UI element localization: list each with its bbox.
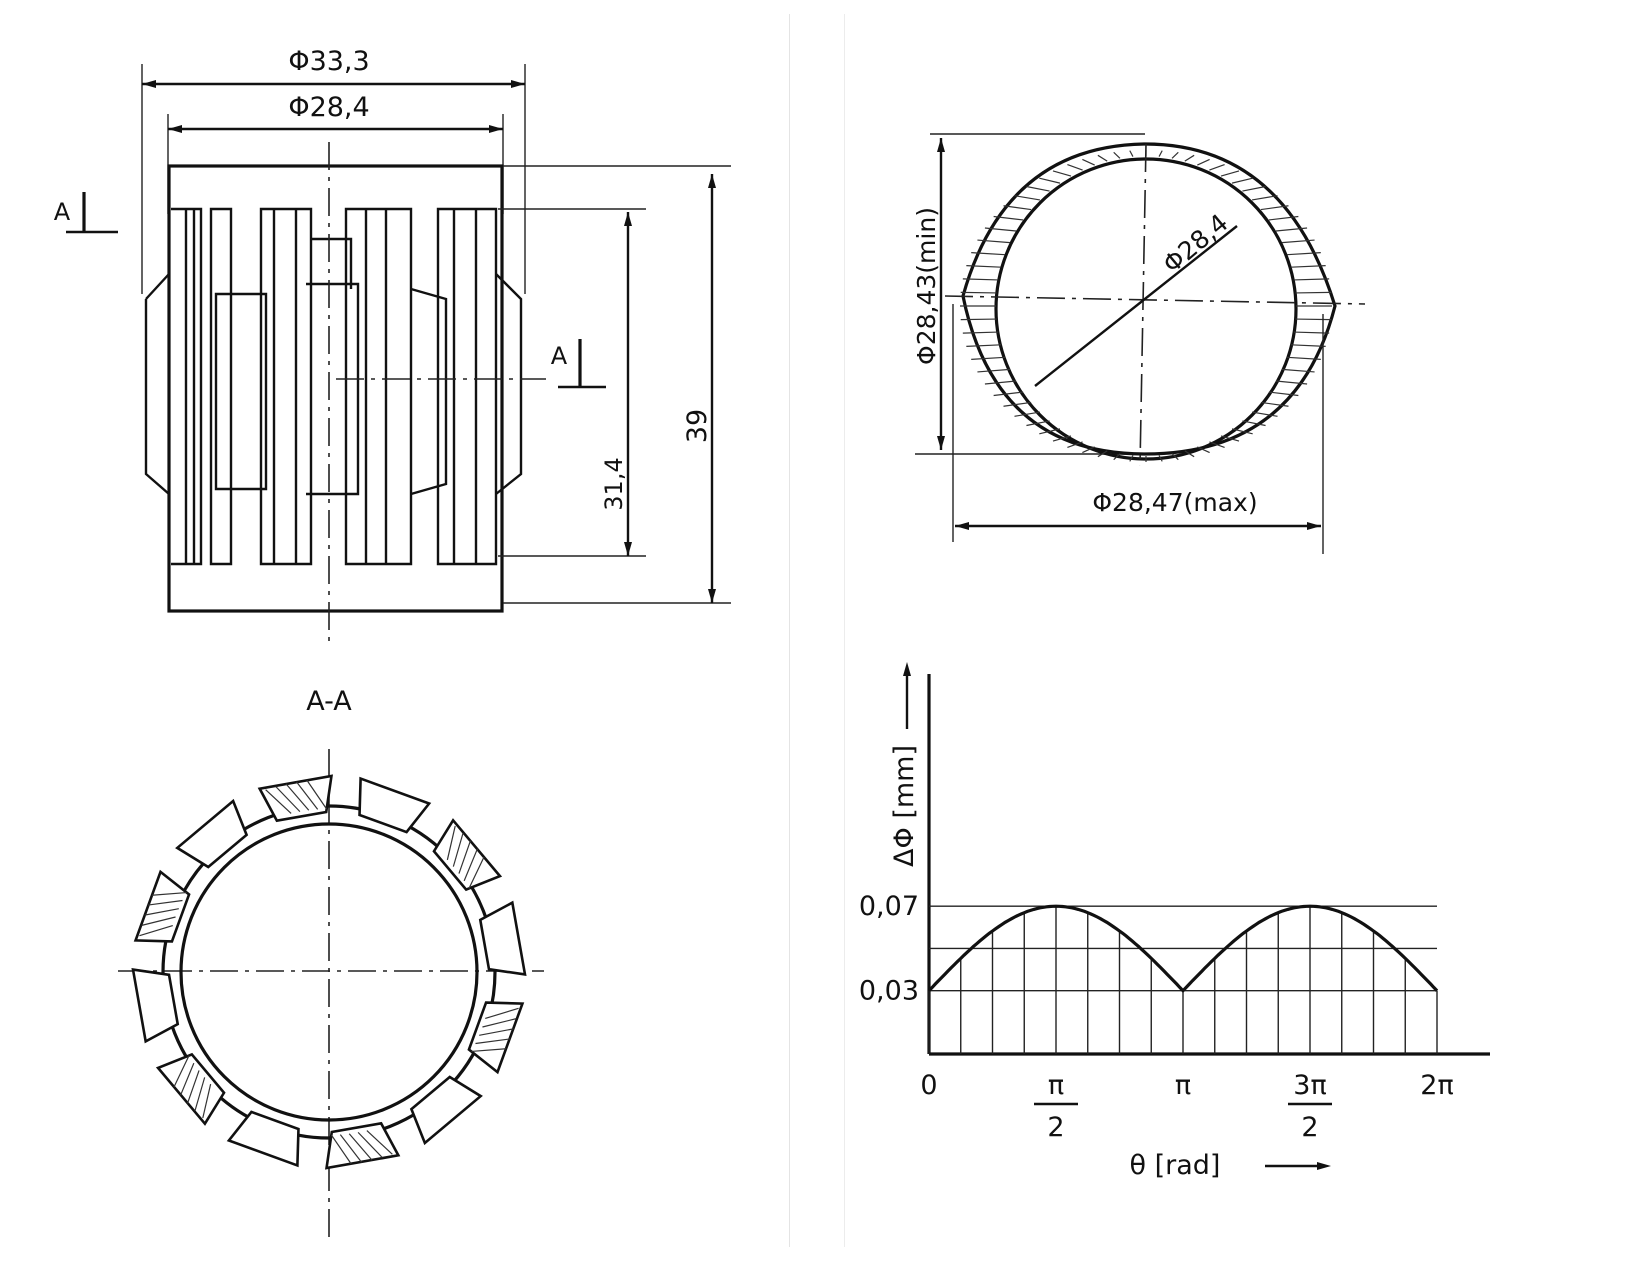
dim-max-label: Φ28,47(max) [1092,488,1257,517]
tooth-hatch [479,1028,514,1036]
tooth-hatch [147,899,183,906]
section-marker-top: A [54,192,118,234]
tooth-hatch [144,908,179,916]
tooth-hatch [471,1048,507,1053]
dim-height: 39 [503,165,731,604]
x-tick-denominator: 2 [1047,1112,1064,1143]
section-tooth [409,1075,483,1146]
section-tooth [226,1110,300,1168]
deviation-curve [927,904,1439,993]
x-label-arrow-head [1317,1162,1331,1170]
section-tooth [358,776,432,834]
tooth-hatch [151,891,187,896]
section-tooth [432,818,503,892]
tooth-hatch [458,840,472,874]
tooth-hatch [173,1055,190,1088]
tooth-hatch [357,1131,383,1158]
dim-outer-label: Φ33,3 [288,46,369,77]
section-tooth [467,1001,525,1075]
section-tooth [478,900,527,977]
tooth-hatch [139,924,173,937]
y-tick-label: 0,07 [859,891,919,922]
dim-inner-label: Φ28,4 [288,92,369,123]
tooth-hatch [194,1077,206,1112]
bushing-side-view [144,142,546,642]
section-title: A-A [306,686,352,717]
tooth-hatch [330,1134,352,1165]
tooth-hatch [202,1083,212,1119]
dim-spline-label: 31,4 [600,457,628,510]
y-arrow-head [903,662,911,676]
section-tooth [131,967,180,1044]
section-tooth [324,1121,401,1170]
x-tick-label: π [1175,1070,1191,1101]
svg-text:A: A [551,342,568,370]
tooth-hatch [366,1130,393,1155]
tooth-hatch [452,832,464,867]
tooth-hatch [186,1070,200,1104]
x-tick-label: 2π [1420,1070,1453,1101]
tooth-hatch [295,781,319,810]
ovality-drawing: Φ28,43(min) Φ28,4 Φ28,47(max) 0,03 0,07 0 π… [859,133,1490,1181]
bushing-drawing: Φ33,3 Φ28,4 [54,46,731,1244]
y-axis-label: ΔΦ [mm] [889,745,920,867]
tooth-hatch [339,1134,363,1163]
x-tick-label: π [1048,1070,1064,1101]
section-tooth [155,1052,226,1126]
section-view [118,749,544,1244]
spline-teeth [144,207,523,566]
tooth-hatch [463,848,479,882]
dim-spline-length: 31,4 [498,208,646,557]
tooth-hatch [468,856,485,889]
tooth-hatch [179,1062,195,1096]
x-tick-label: 0 [920,1070,937,1101]
tooth-hatch [482,1018,517,1028]
ovality-view: Φ28,43(min) Φ28,4 Φ28,47(max) [912,133,1366,554]
tooth-hatch [306,779,328,810]
x-axis-label: θ [rad] [1130,1150,1221,1181]
left-drawing-panel: Φ33,3 Φ28,4 [6,14,790,1247]
y-tick-label: 0,03 [859,976,919,1007]
x-tick-denominator: 2 [1301,1112,1318,1143]
tooth-hatch [141,916,176,926]
section-tooth [257,774,334,823]
dim-outer-diameter: Φ33,3 [141,46,526,294]
dim-min-label: Φ28,43(min) [912,207,941,365]
dim-inner-diameter: Φ28,4 [167,92,504,214]
tooth-hatch [485,1007,519,1020]
tooth-hatch [348,1133,373,1161]
section-marker-right: A [551,339,606,389]
ovality-hatch [960,150,1332,462]
tooth-hatch [285,783,310,811]
x-tick-label: 3π [1293,1070,1326,1101]
section-tooth [133,869,191,943]
tooth-hatch [475,1038,511,1045]
tooth-hatch [275,786,301,813]
section-tooth [175,798,249,869]
dim-height-label: 39 [682,409,713,443]
tooth-hatch [265,789,292,814]
right-drawing-panel: Φ28,43(min) Φ28,4 Φ28,47(max) 0,03 0,07 0 π… [844,14,1565,1247]
dim-nominal-label: Φ28,4 [1157,208,1233,279]
svg-text:A: A [54,198,71,226]
tooth-hatch [446,825,456,861]
